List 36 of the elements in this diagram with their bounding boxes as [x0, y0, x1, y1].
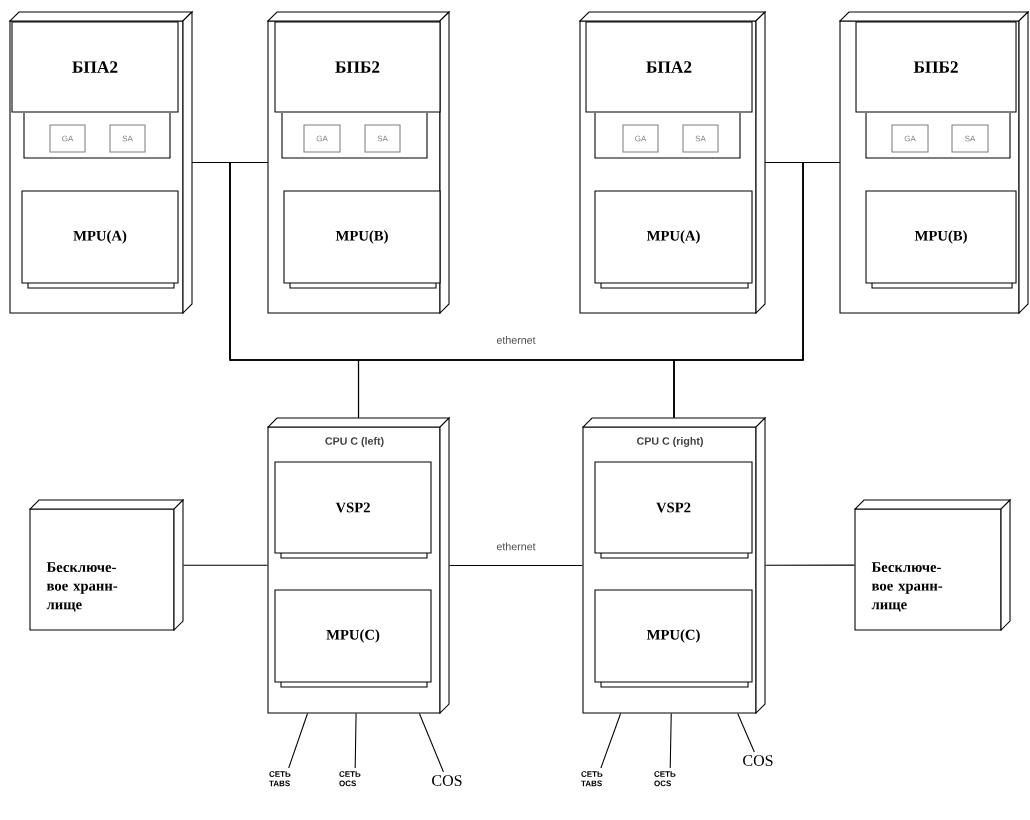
module-box: MPU(C)	[274, 589, 432, 688]
cabinet-title: CPU C (right)	[636, 437, 703, 447]
module-box: MPU(B)	[865, 190, 1017, 289]
edge-label: ethernet	[495, 541, 537, 552]
module-box: VSP2	[274, 461, 432, 559]
network-label: СЕТЬ TABS	[581, 771, 603, 787]
port-box: GA	[49, 124, 86, 153]
port-box: SA	[109, 124, 146, 153]
port-box: GA	[891, 124, 929, 153]
network-label: СЕТЬ OCS	[339, 771, 361, 787]
connector-line	[449, 564, 583, 567]
network-label: ethernet	[496, 336, 536, 344]
output-label: COS	[432, 775, 462, 786]
connector-line	[765, 564, 855, 566]
module-box: MPU(A)	[594, 190, 753, 289]
port-box: GA	[303, 124, 341, 153]
output-label: COS	[743, 755, 773, 766]
connector-line	[288, 713, 309, 769]
module-box: MPU(A)	[21, 190, 179, 289]
network-label: СЕТЬ TABS	[269, 771, 291, 787]
connector-line	[737, 713, 755, 753]
connector-line	[354, 713, 357, 769]
connector-line	[600, 713, 622, 769]
module-box: MPU(C)	[594, 589, 753, 688]
port-box: SA	[682, 124, 719, 153]
connector-line	[669, 713, 672, 769]
module-box: MPU(B)	[283, 190, 441, 289]
port-box: SA	[364, 124, 401, 153]
network-label: СЕТЬ OCS	[654, 771, 676, 787]
port-box: GA	[622, 124, 659, 153]
connector-line	[673, 161, 840, 418]
connector-line	[183, 564, 268, 566]
cabinet-title: CPU C (left)	[325, 437, 384, 447]
port-box: SA	[951, 124, 989, 153]
module-box: VSP2	[594, 461, 753, 559]
connector-line	[418, 713, 444, 773]
